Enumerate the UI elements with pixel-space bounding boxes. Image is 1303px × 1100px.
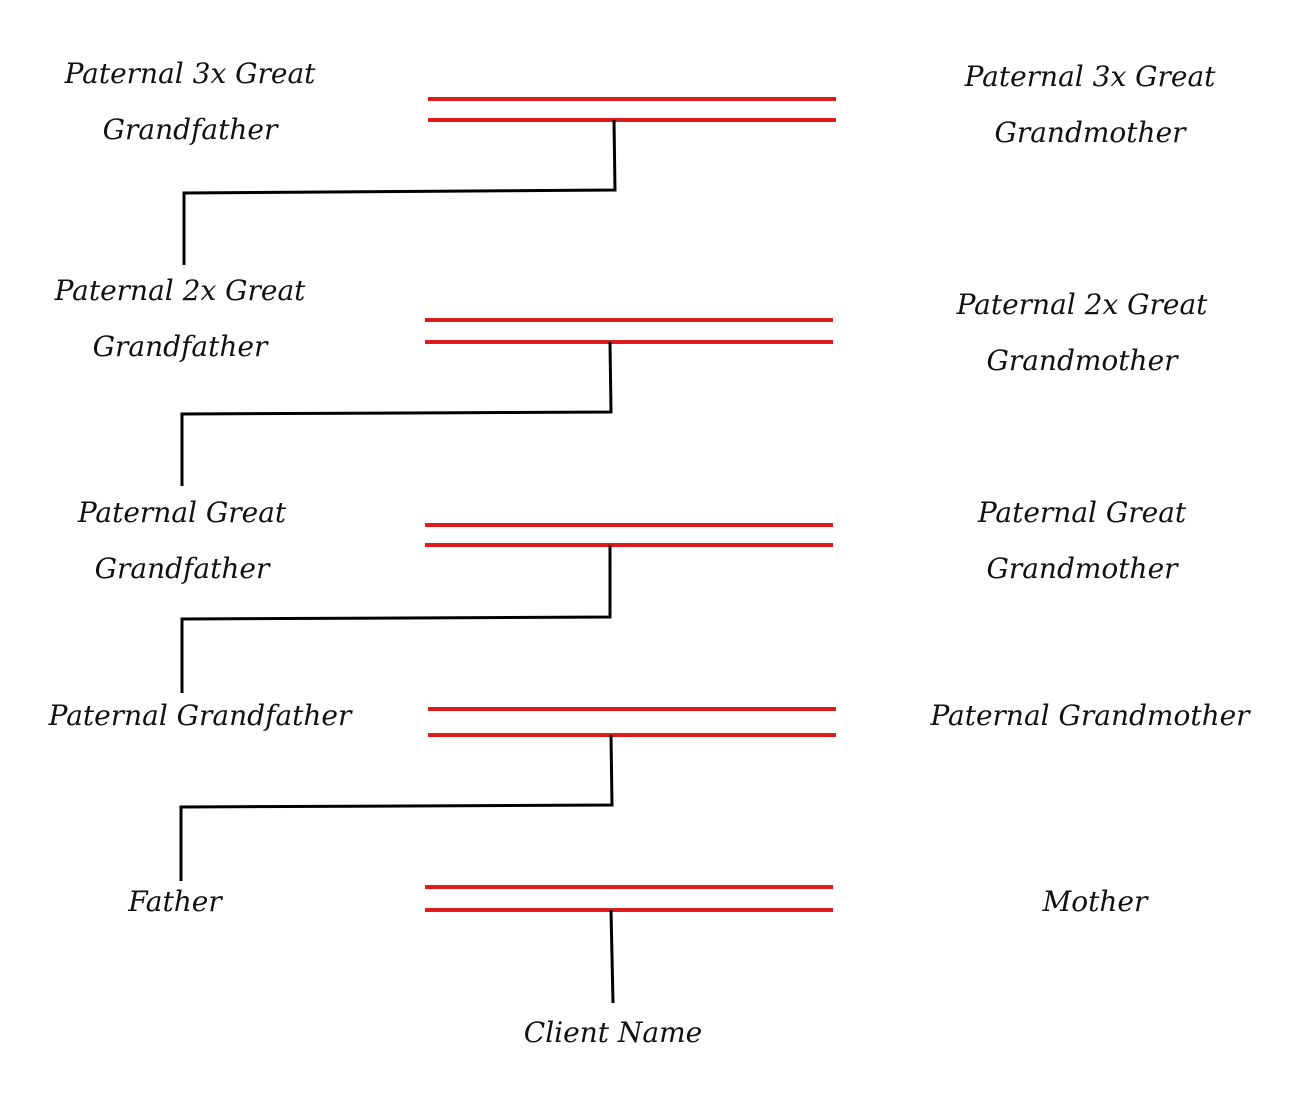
descent-connector [180, 545, 612, 693]
husband-label-line: Father [128, 885, 222, 918]
wife-label-line: Grandmother [986, 552, 1178, 585]
father-label: Father [75, 874, 275, 930]
husband-label-line: Grandfather [94, 552, 270, 585]
husband-label-line: Grandfather [92, 330, 268, 363]
husband-label-gen4: Paternal Grandfather [20, 688, 380, 744]
wife-label-line: Mother [1042, 885, 1148, 918]
wife-label-gen2: Paternal 2x Great Grandmother [922, 277, 1242, 389]
wife-label-line: Paternal Great [977, 496, 1187, 529]
descent-connector [179, 734, 614, 881]
client-name-label: Client Name [463, 1005, 763, 1061]
wife-label-line: Grandmother [986, 344, 1178, 377]
wife-label-line: Paternal 3x Great [964, 60, 1216, 93]
husband-label-gen2: Paternal 2x Great Grandfather [20, 263, 340, 375]
husband-label-line: Paternal 2x Great [54, 274, 306, 307]
husband-label-gen3: Paternal Great Grandfather [22, 485, 342, 597]
wife-label-gen1: Paternal 3x Great Grandmother [930, 49, 1250, 161]
wife-label-gen3: Paternal Great Grandmother [922, 485, 1242, 597]
wife-label-line: Paternal Grandmother [930, 699, 1250, 732]
wife-label-gen4: Paternal Grandmother [905, 688, 1275, 744]
descent-connector [180, 341, 613, 486]
client-name-text: Client Name [523, 1016, 703, 1049]
husband-label-line: Grandfather [102, 113, 278, 146]
descent-connector [182, 119, 617, 265]
client-descent-line [609, 909, 615, 1004]
husband-label-gen1: Paternal 3x Great Grandfather [30, 46, 350, 158]
wife-label-line: Paternal 2x Great [956, 288, 1208, 321]
mother-label: Mother [995, 874, 1195, 930]
husband-label-line: Paternal Grandfather [48, 699, 352, 732]
husband-label-line: Paternal 3x Great [64, 57, 316, 90]
wife-label-line: Grandmother [994, 116, 1186, 149]
husband-label-line: Paternal Great [77, 496, 287, 529]
